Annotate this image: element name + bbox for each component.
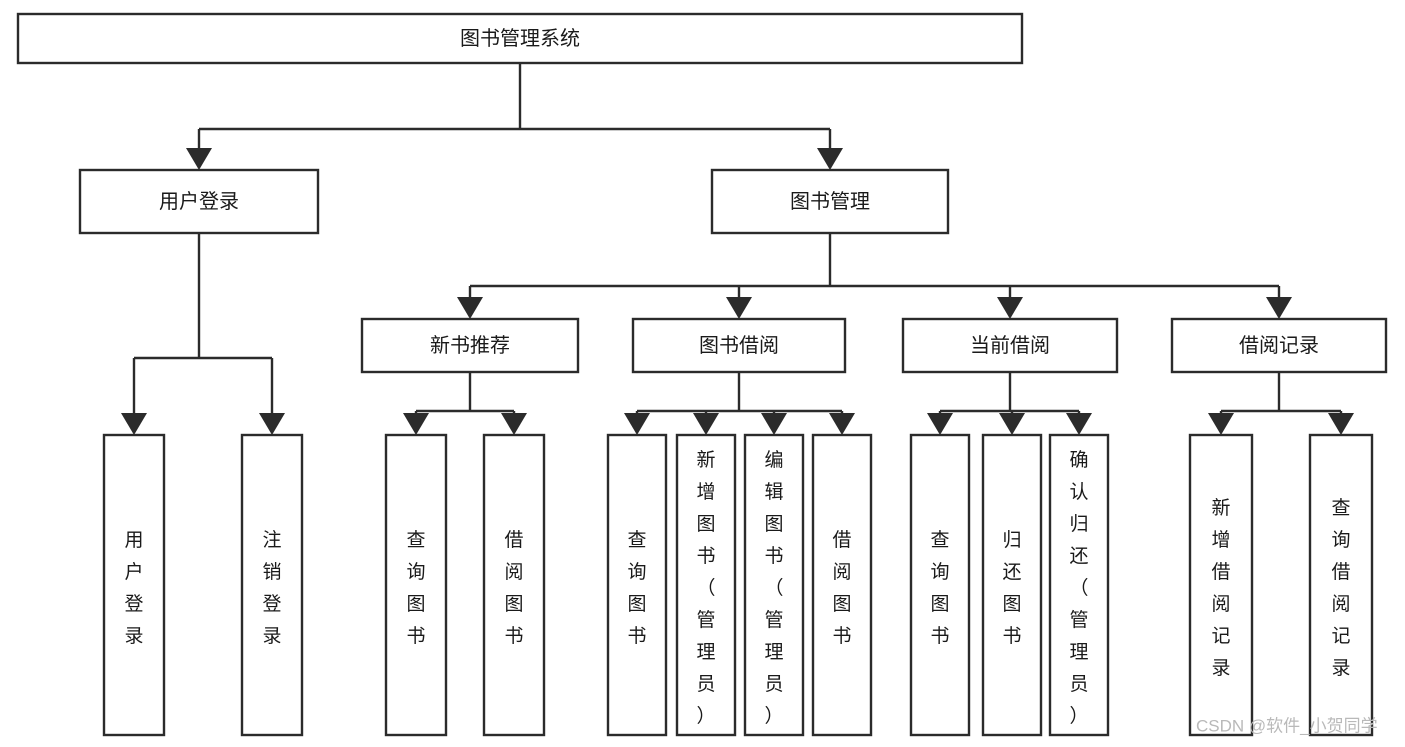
node-box bbox=[606, 433, 668, 737]
node-box bbox=[482, 433, 546, 737]
node-box bbox=[811, 433, 873, 737]
arrow-head-icon bbox=[761, 413, 787, 435]
node-label: 用户登录 bbox=[159, 190, 239, 213]
node-current-borrow[interactable]: 当前借阅 bbox=[901, 317, 1119, 374]
node-box bbox=[1308, 433, 1374, 737]
node-label: 查询图书 bbox=[627, 529, 646, 647]
node-label: 查询借阅记录 bbox=[1331, 497, 1350, 679]
node-box bbox=[1048, 433, 1110, 737]
arrow-head-icon bbox=[1328, 413, 1354, 435]
node-box bbox=[981, 433, 1043, 737]
node-label: 查询图书 bbox=[406, 529, 425, 647]
arrow-head-icon bbox=[1066, 413, 1092, 435]
node-leaf-logout[interactable]: 注销登录 bbox=[240, 433, 304, 737]
node-label: 确认归还（管理员） bbox=[1069, 449, 1088, 727]
node-leaf-return-book[interactable]: 归还图书 bbox=[981, 433, 1043, 737]
node-box bbox=[78, 168, 320, 235]
connector-layer bbox=[121, 63, 1354, 435]
arrow-head-icon bbox=[997, 297, 1023, 319]
arrow-head-icon bbox=[1266, 297, 1292, 319]
node-box bbox=[384, 433, 448, 737]
node-leaf-add-record[interactable]: 新增借阅记录 bbox=[1188, 433, 1254, 737]
arrow-head-icon bbox=[259, 413, 285, 435]
node-user-login[interactable]: 用户登录 bbox=[78, 168, 320, 235]
node-box bbox=[743, 433, 805, 737]
arrow-head-icon bbox=[501, 413, 527, 435]
node-label: 查询图书 bbox=[930, 529, 949, 647]
node-leaf-user-login[interactable]: 用户登录 bbox=[102, 433, 166, 737]
node-box bbox=[901, 317, 1119, 374]
node-box bbox=[631, 317, 847, 374]
node-layer: 图书管理系统用户登录图书管理新书推荐图书借阅当前借阅借阅记录用户登录注销登录查询… bbox=[16, 12, 1388, 737]
node-label: 新增图书（管理员） bbox=[696, 449, 715, 727]
node-leaf-confirm-return[interactable]: 确认归还（管理员） bbox=[1048, 433, 1110, 737]
node-label: 图书管理系统 bbox=[460, 27, 580, 50]
node-leaf-borrow-book-2[interactable]: 借阅图书 bbox=[811, 433, 873, 737]
arrow-head-icon bbox=[817, 148, 843, 170]
node-leaf-borrow-book-1[interactable]: 借阅图书 bbox=[482, 433, 546, 737]
node-leaf-edit-book[interactable]: 编辑图书（管理员） bbox=[743, 433, 805, 737]
node-box bbox=[909, 433, 971, 737]
node-label: 借阅记录 bbox=[1239, 334, 1319, 357]
node-box bbox=[240, 433, 304, 737]
node-box bbox=[675, 433, 737, 737]
node-box bbox=[710, 168, 950, 235]
node-label: 新书推荐 bbox=[430, 334, 510, 357]
arrow-head-icon bbox=[927, 413, 953, 435]
arrow-head-icon bbox=[403, 413, 429, 435]
arrow-head-icon bbox=[693, 413, 719, 435]
node-label: 归还图书 bbox=[1002, 529, 1021, 647]
node-label: 当前借阅 bbox=[970, 334, 1050, 357]
node-label: 用户登录 bbox=[124, 530, 143, 647]
arrow-head-icon bbox=[121, 413, 147, 435]
node-borrow-record[interactable]: 借阅记录 bbox=[1170, 317, 1388, 374]
node-box bbox=[1170, 317, 1388, 374]
node-book-mgmt[interactable]: 图书管理 bbox=[710, 168, 950, 235]
node-leaf-query-book-2[interactable]: 查询图书 bbox=[606, 433, 668, 737]
node-book-borrow[interactable]: 图书借阅 bbox=[631, 317, 847, 374]
node-label: 注销登录 bbox=[262, 529, 281, 647]
arrow-head-icon bbox=[1208, 413, 1234, 435]
node-label: 借阅图书 bbox=[832, 529, 851, 647]
arrow-head-icon bbox=[726, 297, 752, 319]
node-label: 新增借阅记录 bbox=[1211, 497, 1230, 679]
node-root[interactable]: 图书管理系统 bbox=[16, 12, 1024, 65]
arrow-head-icon bbox=[999, 413, 1025, 435]
node-box bbox=[1188, 433, 1254, 737]
node-box bbox=[360, 317, 580, 374]
arrow-head-icon bbox=[624, 413, 650, 435]
csdn-watermark: CSDN @软件_小贺同学 bbox=[1196, 716, 1378, 735]
node-label: 图书借阅 bbox=[699, 334, 779, 357]
node-box bbox=[16, 12, 1024, 65]
node-label: 借阅图书 bbox=[504, 529, 523, 647]
node-box bbox=[102, 433, 166, 737]
arrow-head-icon bbox=[829, 413, 855, 435]
arrow-head-icon bbox=[186, 148, 212, 170]
node-new-book-rec[interactable]: 新书推荐 bbox=[360, 317, 580, 374]
node-label: 图书管理 bbox=[790, 190, 870, 213]
node-leaf-query-book-1[interactable]: 查询图书 bbox=[384, 433, 448, 737]
node-leaf-query-book-3[interactable]: 查询图书 bbox=[909, 433, 971, 737]
node-label: 编辑图书（管理员） bbox=[764, 449, 783, 727]
arrow-head-icon bbox=[457, 297, 483, 319]
node-leaf-add-book[interactable]: 新增图书（管理员） bbox=[675, 433, 737, 737]
node-leaf-query-record[interactable]: 查询借阅记录 bbox=[1308, 433, 1374, 737]
